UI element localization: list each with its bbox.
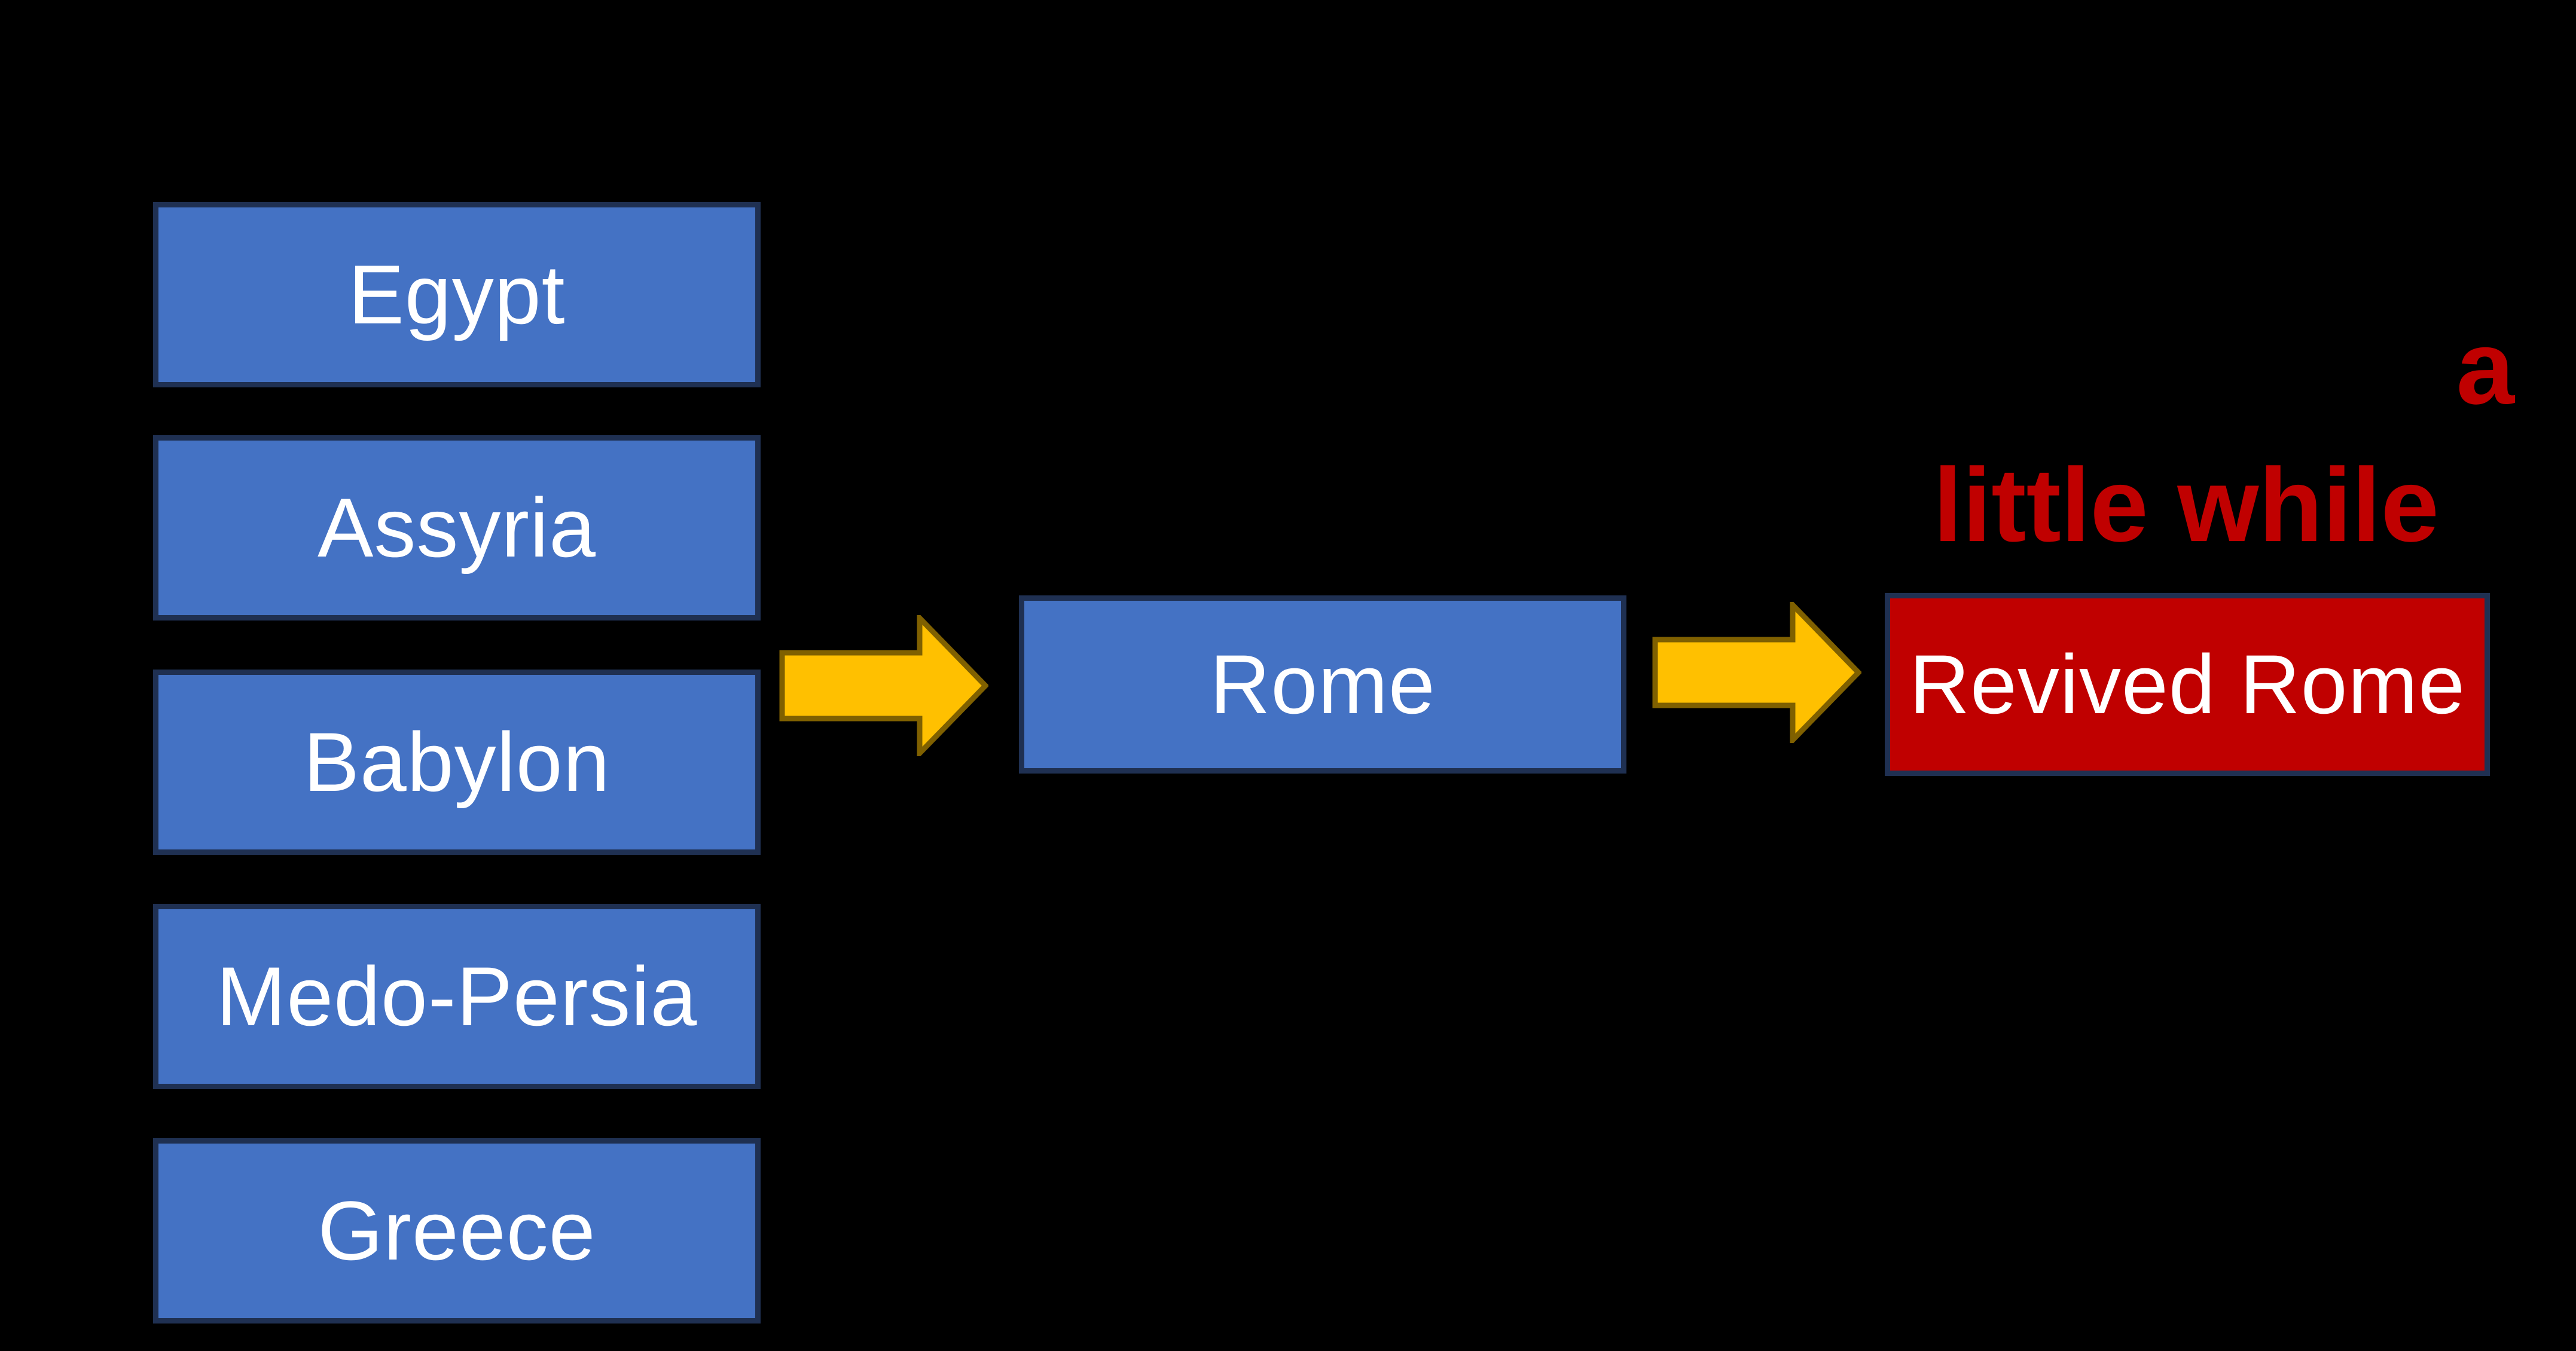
annotation-line1: a — [2456, 310, 2514, 426]
rome-label: Rome — [1210, 637, 1436, 731]
annotation-line2: little while — [1933, 447, 2439, 564]
rome-box: Rome — [1019, 595, 1626, 774]
kingdom-box-assyria: Assyria — [153, 435, 761, 621]
kingdom-box-babylon: Babylon — [153, 670, 761, 855]
kingdom-box-greece: Greece — [153, 1138, 761, 1324]
kingdom-label-medo-persia: Medo-Persia — [216, 949, 698, 1043]
right-arrow-icon-kingdoms-to-rome — [779, 615, 988, 756]
kingdom-box-medo-persia: Medo-Persia — [153, 904, 761, 1089]
right-arrow-icon-rome-to-revived-rome — [1652, 602, 1861, 743]
kingdom-label-egypt: Egypt — [348, 247, 566, 341]
revived-rome-label: Revived Rome — [1909, 637, 2466, 731]
revived-rome-box: Revived Rome — [1885, 593, 2490, 776]
kingdom-label-greece: Greece — [318, 1184, 596, 1277]
kingdom-label-babylon: Babylon — [303, 715, 611, 809]
kingdom-box-egypt: Egypt — [153, 202, 761, 387]
kingdom-label-assyria: Assyria — [318, 481, 596, 574]
